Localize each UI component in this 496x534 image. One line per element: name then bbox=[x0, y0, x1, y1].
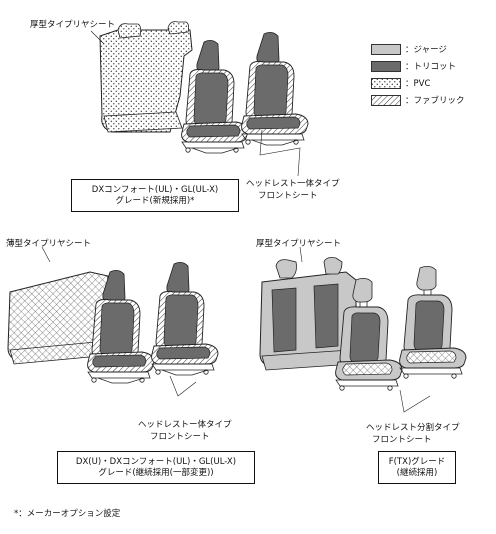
footnote: *：メーカーオプション設定 bbox=[14, 509, 121, 519]
top-front-seat-left bbox=[181, 39, 249, 154]
legend-swatch-jersey bbox=[371, 43, 401, 55]
bottom-right-grade-box: F(TX)グレード (継続採用) bbox=[378, 451, 456, 484]
top-front-seat-label-2: フロントシート bbox=[258, 191, 318, 201]
legend-item-tricot: ：トリコット bbox=[371, 59, 491, 73]
legend-swatch-fabric bbox=[371, 94, 401, 106]
bottom-left-rear-seat bbox=[7, 271, 109, 365]
top-grade-line-1: DXコンフォート(UL)・GL(UL-X) bbox=[91, 184, 219, 195]
top-rear-seat bbox=[99, 21, 193, 133]
bottom-left-grade-line-1: DX(U)・DXコンフォート(UL)・GL(UL-X) bbox=[75, 456, 237, 467]
legend-label: ：ファブリック bbox=[405, 96, 465, 106]
bottom-left-grade-box: DX(U)・DXコンフォート(UL)・GL(UL-X) グレード(継続採用(一部… bbox=[57, 451, 255, 484]
legend-swatch-tricot bbox=[371, 60, 401, 72]
bottom-right-grade-line-2: (継続採用) bbox=[396, 467, 438, 478]
legend-item-pvc: ：PVC bbox=[371, 76, 491, 90]
top-rear-seat-label: 厚型タイプリヤシート bbox=[30, 20, 116, 30]
bottom-right-grade-line-1: F(TX)グレード bbox=[388, 456, 446, 467]
legend-label: ：PVC bbox=[405, 79, 431, 89]
top-grade-box: DXコンフォート(UL)・GL(UL-X) グレード(新規採用)* bbox=[71, 179, 239, 212]
top-front-seat-label-1: ヘッドレスト一体タイプ bbox=[246, 179, 340, 189]
legend-item-jersey: ：ジャージ bbox=[371, 42, 491, 56]
bottom-left-grade-line-2: グレード(継続採用(一部変更)) bbox=[98, 467, 214, 478]
bottom-right-rear-seat bbox=[259, 257, 357, 371]
bottom-left-front-seat-label-1: ヘッドレストー体タイプ bbox=[138, 420, 232, 430]
bottom-left-front-seat-label-2: フロントシート bbox=[150, 432, 210, 442]
legend-label: ：ジャージ bbox=[405, 45, 447, 55]
top-grade-line-2: グレード(新規採用)* bbox=[115, 195, 195, 206]
bottom-left-rear-seat-label: 薄型タイプリヤシート bbox=[6, 239, 92, 249]
bottom-right-front-seat-right bbox=[399, 265, 467, 379]
legend-label: ：トリコット bbox=[405, 62, 457, 72]
bottom-right-front-seat-label-2: フロントシート bbox=[372, 435, 432, 445]
bottom-left-front-seat-right bbox=[151, 261, 219, 376]
bottom-right-rear-seat-label: 厚型タイプリヤシート bbox=[256, 239, 342, 249]
bottom-right-front-seat-label-1: ヘッドレスト分割タイプ bbox=[366, 423, 460, 433]
legend-swatch-pvc bbox=[371, 77, 401, 89]
top-front-seat-right bbox=[241, 31, 309, 146]
legend-item-fabric: ：ファブリック bbox=[371, 93, 491, 107]
